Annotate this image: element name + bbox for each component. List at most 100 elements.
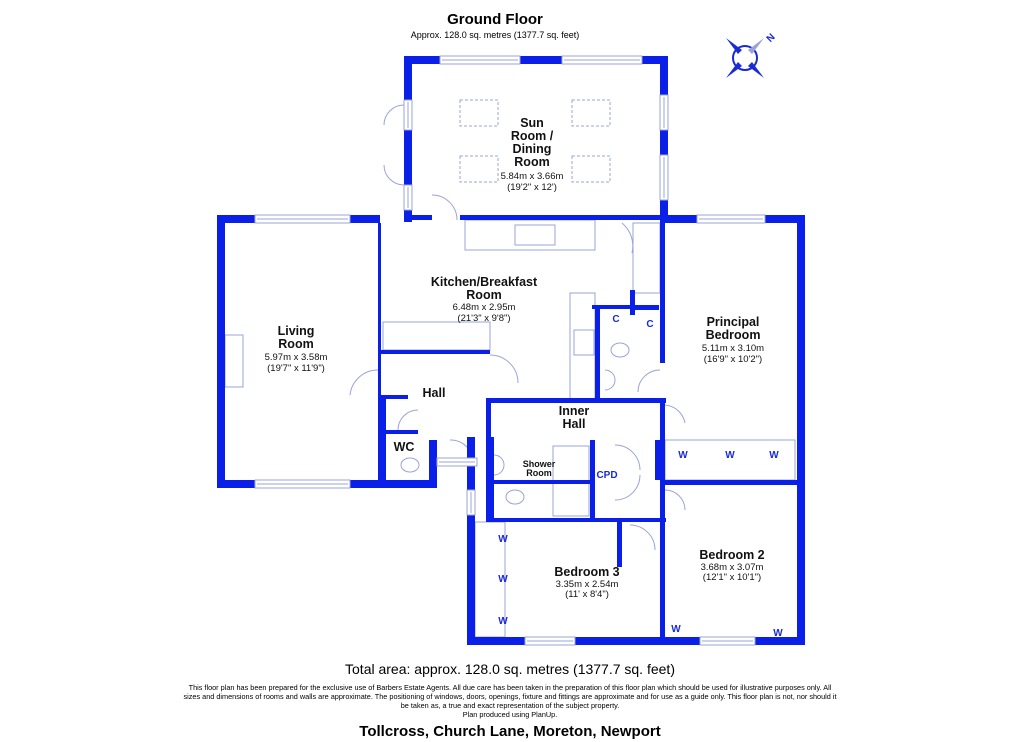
- room-name: Living: [278, 324, 315, 338]
- wardrobe-label: W: [671, 624, 681, 635]
- wardrobe-label: W: [773, 628, 783, 639]
- cupboard-label: C: [646, 319, 653, 330]
- kitchen-counter: [382, 321, 491, 351]
- room-dimensions: 5.97m x 3.58m: [265, 352, 328, 363]
- room-dimensions: 5.84m x 3.66m: [501, 171, 564, 182]
- room-name: Room: [278, 337, 313, 351]
- room-kitchen: Kitchen/Breakfast Room 6.48m x 2.95m (21…: [431, 275, 538, 324]
- door-swing: [614, 444, 641, 471]
- room-name: Dining: [513, 142, 552, 156]
- room-hall: Hall: [423, 386, 446, 400]
- wall: [634, 305, 659, 310]
- property-address: Tollcross, Church Lane, Moreton, Newport: [359, 723, 661, 740]
- toilet-icon: [610, 342, 630, 358]
- wall: [655, 440, 660, 480]
- door-swing: [621, 222, 634, 254]
- wall: [486, 437, 494, 522]
- room-name: Principal: [707, 315, 760, 329]
- skylight: [459, 155, 499, 183]
- skylight: [571, 99, 611, 127]
- cupboard-label: C: [612, 314, 619, 325]
- compass: N: [726, 32, 778, 78]
- room-dimensions-imperial: (19'2" x 12'): [507, 182, 557, 193]
- wall: [660, 480, 800, 485]
- toilet-icon: [505, 489, 525, 505]
- door-swing: [664, 489, 686, 511]
- room-name: Room: [514, 155, 549, 169]
- door-swing: [349, 369, 379, 396]
- wall: [404, 56, 668, 64]
- wardrobe-label: W: [498, 616, 508, 627]
- room-dimensions-imperial: (16'9" x 10'2"): [704, 354, 762, 365]
- room-living-room: Living Room 5.97m x 3.58m (19'7" x 11'9"…: [265, 324, 328, 374]
- wall: [378, 350, 381, 395]
- room-dimensions-imperial: (21'3" x 9'8"): [457, 313, 510, 324]
- door-swing: [664, 404, 686, 424]
- room-dimensions: 3.68m x 3.07m: [701, 562, 764, 573]
- wall: [592, 305, 637, 309]
- total-area: Total area: approx. 128.0 sq. metres (13…: [345, 661, 675, 677]
- wall: [595, 305, 600, 400]
- door-swing: [637, 369, 661, 393]
- wall: [617, 522, 622, 567]
- basin-icon: [604, 369, 616, 391]
- wall: [378, 395, 386, 488]
- produced-by: Plan produced using PlanUp.: [462, 710, 558, 719]
- toilet-icon: [400, 457, 420, 473]
- room-dimensions-imperial: (19'7" x 11'9"): [267, 363, 325, 374]
- door-swing: [383, 104, 405, 126]
- room-principal-bedroom: Principal Bedroom 5.11m x 3.10m (16'9" x…: [702, 315, 764, 365]
- wall: [460, 215, 660, 220]
- wall: [520, 480, 590, 484]
- storage: [632, 222, 661, 294]
- room-name: Kitchen/Breakfast: [431, 275, 538, 289]
- door-swing: [397, 409, 419, 431]
- door-swing: [489, 354, 519, 384]
- skylight: [459, 99, 499, 127]
- door-swing: [383, 164, 405, 186]
- cpd-label: CPD: [596, 470, 617, 481]
- wall: [378, 350, 490, 354]
- wall: [412, 215, 432, 220]
- room-dimensions: 5.11m x 3.10m: [702, 343, 764, 354]
- room-inner-hall: Inner: [559, 404, 590, 418]
- door-swing: [614, 474, 641, 501]
- room-dimensions-imperial: (11' x 8'4"): [565, 589, 609, 600]
- disclaimer-text: This floor plan has been prepared for th…: [183, 683, 837, 710]
- room-shower-room-line2: Room: [526, 468, 552, 478]
- wall: [467, 437, 475, 645]
- door-swing: [431, 194, 458, 221]
- wall: [486, 398, 491, 438]
- room-name: Sun: [520, 116, 544, 130]
- room-name: Room /: [511, 129, 554, 143]
- wall: [404, 56, 412, 222]
- disclaimer: This floor plan has been prepared for th…: [180, 683, 840, 719]
- room-shower-room: Shower: [523, 459, 556, 469]
- room-sun-room: Sun Room / Dining Room 5.84m x 3.66m (19…: [501, 116, 564, 193]
- room-name: Bedroom 3: [554, 565, 619, 579]
- wall: [217, 215, 225, 488]
- wardrobe-label: W: [498, 534, 508, 545]
- wall: [660, 398, 665, 523]
- wall: [486, 518, 666, 522]
- sink-icon: [514, 224, 556, 246]
- room-name: Room: [466, 288, 501, 302]
- wall: [378, 395, 408, 399]
- basin-icon: [493, 454, 505, 476]
- windows: [254, 55, 766, 646]
- door-swing: [629, 524, 656, 551]
- floor-area: Approx. 128.0 sq. metres (1377.7 sq. fee…: [410, 30, 580, 40]
- room-bedroom-2: Bedroom 2 3.68m x 3.07m (12'1" x 10'1"): [699, 548, 764, 583]
- wall: [378, 430, 418, 434]
- room-name: Bedroom 2: [699, 548, 764, 562]
- skylight: [571, 155, 611, 183]
- wall: [486, 480, 546, 484]
- room-name: Bedroom: [706, 328, 761, 342]
- hob-icon: [573, 329, 595, 356]
- wardrobe-label: W: [498, 574, 508, 585]
- wardrobe-label: W: [678, 450, 688, 461]
- fireplace: [224, 334, 244, 388]
- wall: [797, 215, 805, 645]
- wall: [630, 290, 635, 315]
